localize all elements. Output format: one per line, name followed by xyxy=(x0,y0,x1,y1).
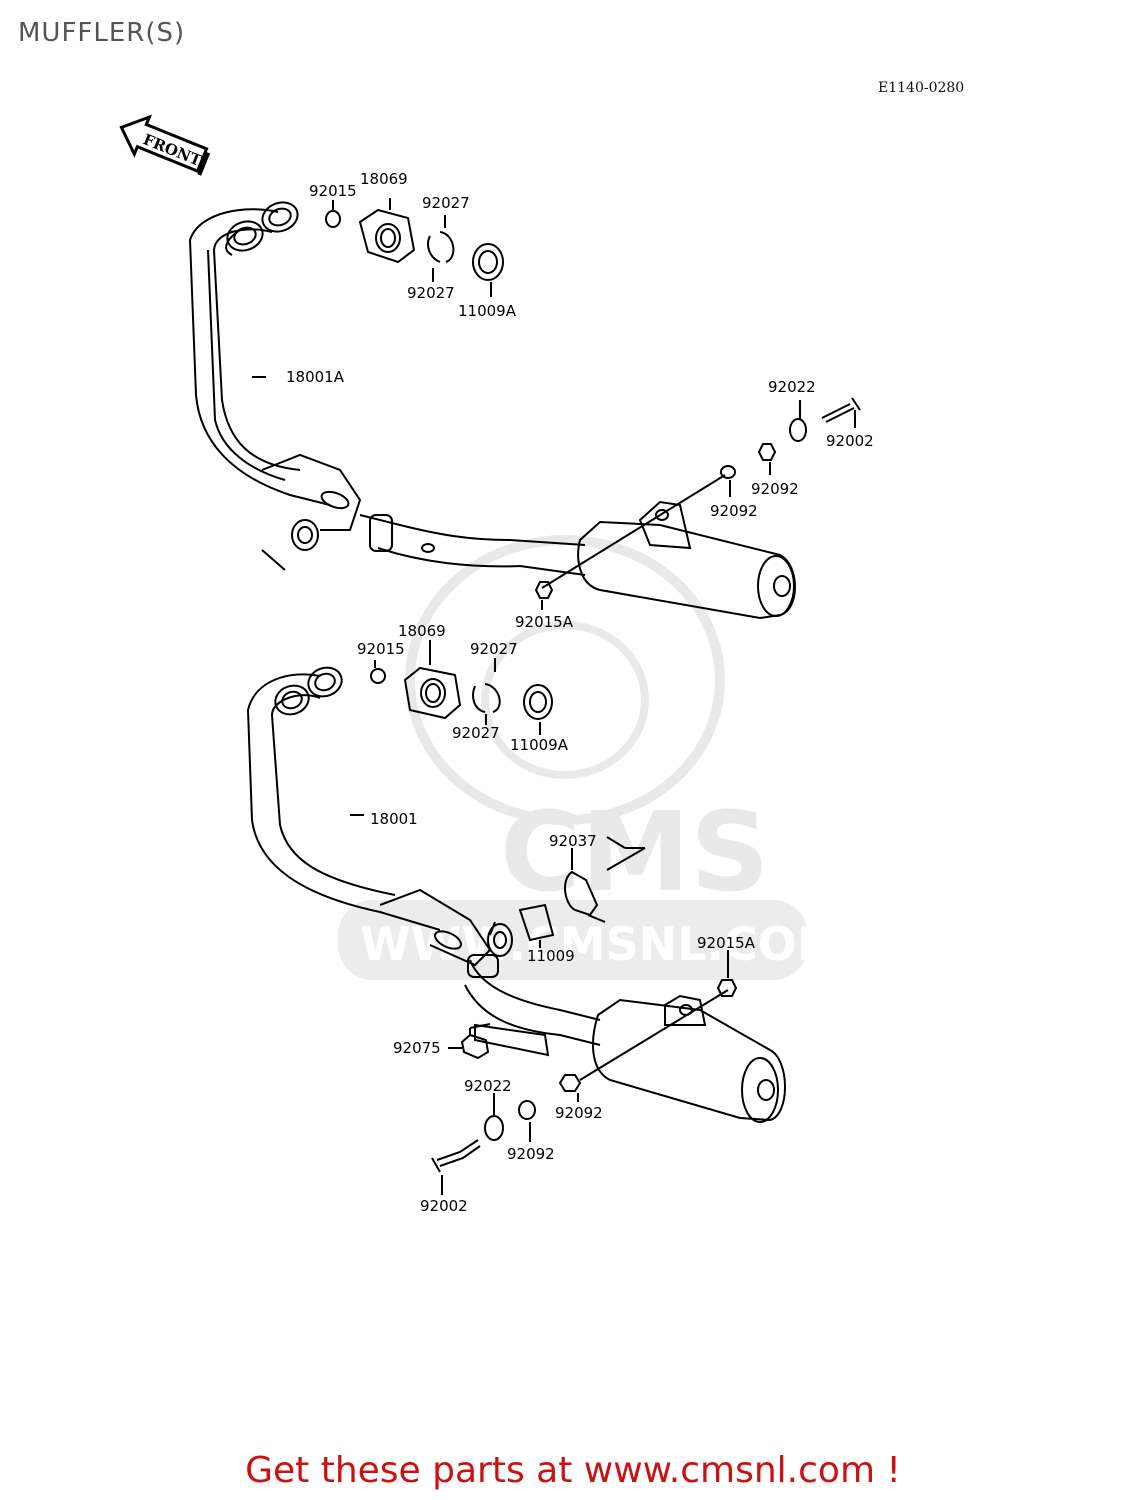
label-lower-11009: 11009 xyxy=(527,947,575,965)
label-upper-92092-left: 92092 xyxy=(710,502,758,520)
footer-link-text[interactable]: Get these parts at www.cmsnl.com ! xyxy=(245,1450,901,1491)
label-lower-92027-top: 92027 xyxy=(470,640,518,658)
label-lower-92022: 92022 xyxy=(464,1077,512,1095)
label-lower-92092-left: 92092 xyxy=(507,1145,555,1163)
label-upper-11009A: 11009A xyxy=(458,302,517,320)
label-lower-92037: 92037 xyxy=(549,832,597,850)
lower-header-pipe xyxy=(246,673,441,931)
label-lower-92015A: 92015A xyxy=(697,934,756,952)
front-arrow: FRONT xyxy=(119,114,211,176)
lower-assembly xyxy=(246,640,786,1195)
label-upper-92022: 92022 xyxy=(768,378,816,396)
label-lower-92015: 92015 xyxy=(357,640,405,658)
lower-mid-pipe xyxy=(469,959,601,1021)
label-upper-92092-right: 92092 xyxy=(751,480,799,498)
label-lower-18001: 18001 xyxy=(370,810,418,828)
diagram-code: E1140-0280 xyxy=(878,80,965,96)
label-lower-18069: 18069 xyxy=(398,622,446,640)
upper-assembly xyxy=(188,198,861,620)
watermark-brand: CMS xyxy=(500,788,769,916)
footer-link[interactable]: Get these parts at www.cmsnl.com ! xyxy=(0,1450,1146,1491)
watermark-url: WWW.CMSNL.COM xyxy=(360,917,843,971)
exploded-parts-diagram: CMS WWW.CMSNL.COM FRONT xyxy=(119,114,874,1215)
page-title: MUFFLER(S) xyxy=(18,18,186,48)
label-lower-92092-right: 92092 xyxy=(555,1104,603,1122)
label-lower-92075: 92075 xyxy=(393,1039,441,1057)
label-upper-92015: 92015 xyxy=(309,182,357,200)
label-upper-92002: 92002 xyxy=(826,432,874,450)
lower-muffler xyxy=(592,998,786,1122)
label-upper-92027-bottom: 92027 xyxy=(407,284,455,302)
label-upper-92015A: 92015A xyxy=(515,613,574,631)
label-lower-92002: 92002 xyxy=(420,1197,468,1215)
label-lower-11009A: 11009A xyxy=(510,736,569,754)
upper-header-pipe xyxy=(188,208,331,506)
label-upper-92027-top: 92027 xyxy=(422,194,470,212)
upper-mid-pipe xyxy=(359,514,586,546)
label-upper-18069: 18069 xyxy=(360,170,408,188)
label-upper-18001A: 18001A xyxy=(286,368,345,386)
label-lower-92027-bottom: 92027 xyxy=(452,724,500,742)
